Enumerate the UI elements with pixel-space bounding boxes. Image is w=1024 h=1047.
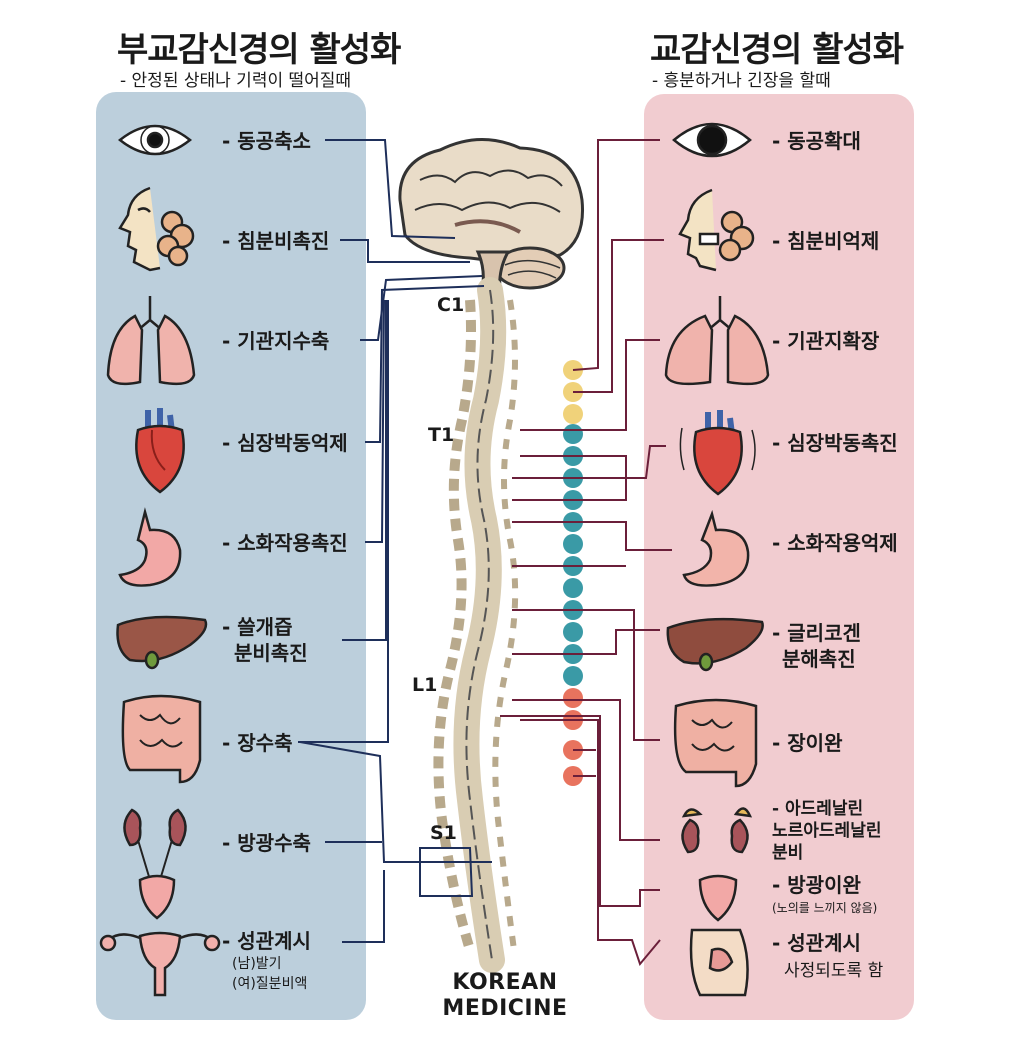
bladder-icon — [698, 874, 738, 922]
intestine-icon — [121, 694, 202, 784]
left-item-pupil-constriction: - 동공축소 — [222, 129, 311, 153]
right-item-glycogen-line1: - 글리코겐 — [772, 621, 861, 645]
spine-label-l1: L1 — [412, 674, 438, 696]
right-item-adrenaline-line3: 분비 — [772, 843, 804, 863]
left-item-sexual-female: (여)질분비액 — [232, 976, 308, 992]
right-item-glycogen-breakdown: - 글리코겐 분해촉진 — [772, 620, 861, 672]
spine-label-c1: C1 — [437, 294, 465, 316]
right-item-bladder-relaxation: - 방광이완 (노의를 느끼지 않음) — [772, 872, 877, 918]
right-item-pupil-dilation: - 동공확대 — [772, 129, 861, 153]
right-item-bladder-note: (노의를 느끼지 않음) — [772, 901, 878, 915]
right-title: 교감신경의 활성화 — [650, 30, 904, 70]
intestine-icon — [673, 698, 758, 788]
left-item-bronchoconstriction: - 기관지수축 — [222, 329, 330, 353]
eye-dilated-icon — [672, 122, 752, 158]
spinal-column — [433, 277, 519, 973]
salivary-face-icon — [118, 186, 195, 272]
brand-line2: MEDICINE — [442, 996, 568, 1021]
left-item-sexual-male: (남)발기 — [232, 956, 282, 972]
spine-label-s1: S1 — [430, 822, 457, 844]
left-item-sexual-response: - 성관계시 (남)발기 (여)질분비액 — [222, 928, 311, 994]
liver-icon — [666, 617, 764, 672]
left-item-digestion-increase: - 소화작용촉진 — [222, 531, 348, 555]
heart-icon — [679, 410, 756, 496]
stomach-icon — [118, 507, 182, 587]
eye-icon — [117, 124, 193, 156]
sympathetic-ganglia-chain — [563, 360, 583, 786]
left-item-bile-line2: 분비촉진 — [234, 641, 308, 665]
right-item-heart-rate-increase: - 심장박동촉진 — [772, 431, 898, 455]
liver-icon — [116, 615, 208, 670]
parasympathetic-connections — [298, 139, 492, 943]
right-item-sexual-line2: 사정되도록 함 — [784, 961, 884, 981]
sympathetic-connections — [500, 139, 672, 967]
bladder-icon — [138, 874, 176, 920]
right-item-bladder-line1: - 방광이완 — [772, 873, 861, 897]
brain-icon — [398, 138, 585, 294]
spine-label-t1: T1 — [428, 424, 455, 446]
brand-mark: KOREAN MEDICINE — [440, 970, 570, 1022]
left-subtitle: - 안정된 상태나 기력이 떨어질때 — [120, 71, 352, 91]
lungs-icon — [106, 296, 196, 386]
stomach-icon — [682, 509, 750, 587]
left-item-bile-line1: - 쓸개즙 — [222, 615, 293, 639]
kidney-icon — [123, 808, 187, 881]
right-item-glycogen-line2: 분해촉진 — [782, 647, 856, 671]
tense-face-icon — [678, 188, 755, 272]
left-item-intestine-contraction: - 장수축 — [222, 731, 293, 755]
pelvis-icon — [689, 928, 749, 997]
left-item-sexual-line1: - 성관계시 — [222, 929, 311, 953]
adrenal-kidney-icon — [681, 807, 753, 854]
left-title: 부교감신경의 활성화 — [117, 30, 401, 70]
right-subtitle: - 흥분하거나 긴장을 할때 — [652, 71, 831, 91]
left-item-bladder-contraction: - 방광수축 — [222, 831, 311, 855]
right-item-digestion-inhibition: - 소화작용억제 — [772, 531, 898, 555]
lungs-icon — [664, 296, 770, 386]
left-item-heart-rate-decrease: - 심장박동억제 — [222, 431, 348, 455]
right-item-bronchodilation: - 기관지확장 — [772, 329, 880, 353]
right-item-adrenaline-line2: 노르아드레날린 — [772, 821, 882, 841]
brand-line1: KOREAN — [452, 970, 558, 995]
right-item-saliva-inhibition: - 침분비억제 — [772, 229, 880, 253]
heart-icon — [135, 408, 185, 494]
right-item-adrenaline-line1: - 아드레날린 — [772, 799, 864, 819]
right-item-sexual-line1: - 성관계시 — [772, 931, 861, 955]
right-item-sexual-response: - 성관계시 사정되도록 함 — [772, 930, 883, 982]
right-item-adrenaline: - 아드레날린 노르아드레날린 분비 — [772, 798, 881, 864]
left-item-bile-secretion: - 쓸개즙 분비촉진 — [222, 614, 308, 666]
left-item-saliva-secretion: - 침분비촉진 — [222, 229, 330, 253]
right-item-intestine-relaxation: - 장이완 — [772, 731, 843, 755]
uterus-icon — [99, 931, 221, 997]
